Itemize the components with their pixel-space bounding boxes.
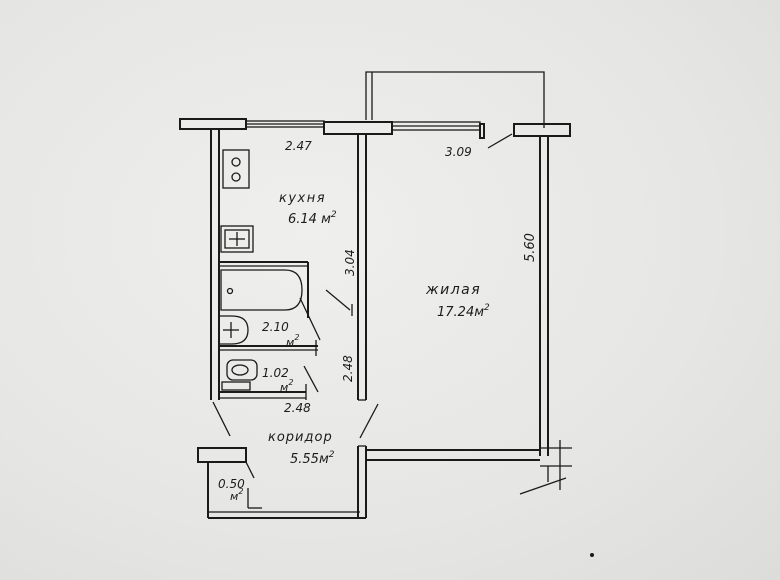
bathroom-unit: м2 [286,333,299,349]
bathroom-walls [219,261,353,356]
toilet-walls [219,365,319,400]
toilet-area: 1.02 [262,366,289,380]
kitchen-name: кухня [279,191,326,206]
dimension-living-length: 5.60 [523,233,538,262]
closet-area: 0.50 [218,477,245,491]
stove-icon [222,149,250,189]
ink-dot [590,553,594,557]
living-name: жилая [425,282,481,298]
left-wall [210,129,231,437]
dimension-leader [487,133,513,149]
corridor-name: коридор [268,430,333,445]
dimension-living-width: 3.09 [445,145,472,159]
dimension-bath-bottom: 2.48 [284,401,311,415]
toilet-icon [221,359,258,391]
corridor-outline [197,447,366,519]
dimension-kitchen-length: 3.04 [343,249,357,276]
right-wall [519,136,572,495]
kitchen-living-partition [357,134,367,401]
toilet-unit: м2 [280,378,293,394]
kitchen-area: 6.14 м2 [288,210,337,227]
living-area: 17.24м2 [437,303,490,320]
washbasin-icon [218,315,249,345]
dimension-bath-side: 2.48 [341,355,355,382]
kitchen-sink-icon [220,225,254,253]
bathtub-icon [220,269,303,311]
closet-unit: м2 [230,487,243,503]
dimension-kitchen-width: 2.47 [285,139,312,153]
living-bottom-wall [357,403,540,518]
bathroom-area: 2.10 [262,320,289,334]
balcony [365,71,545,128]
corridor-area: 5.55м2 [290,450,335,467]
top-wall [179,118,571,139]
